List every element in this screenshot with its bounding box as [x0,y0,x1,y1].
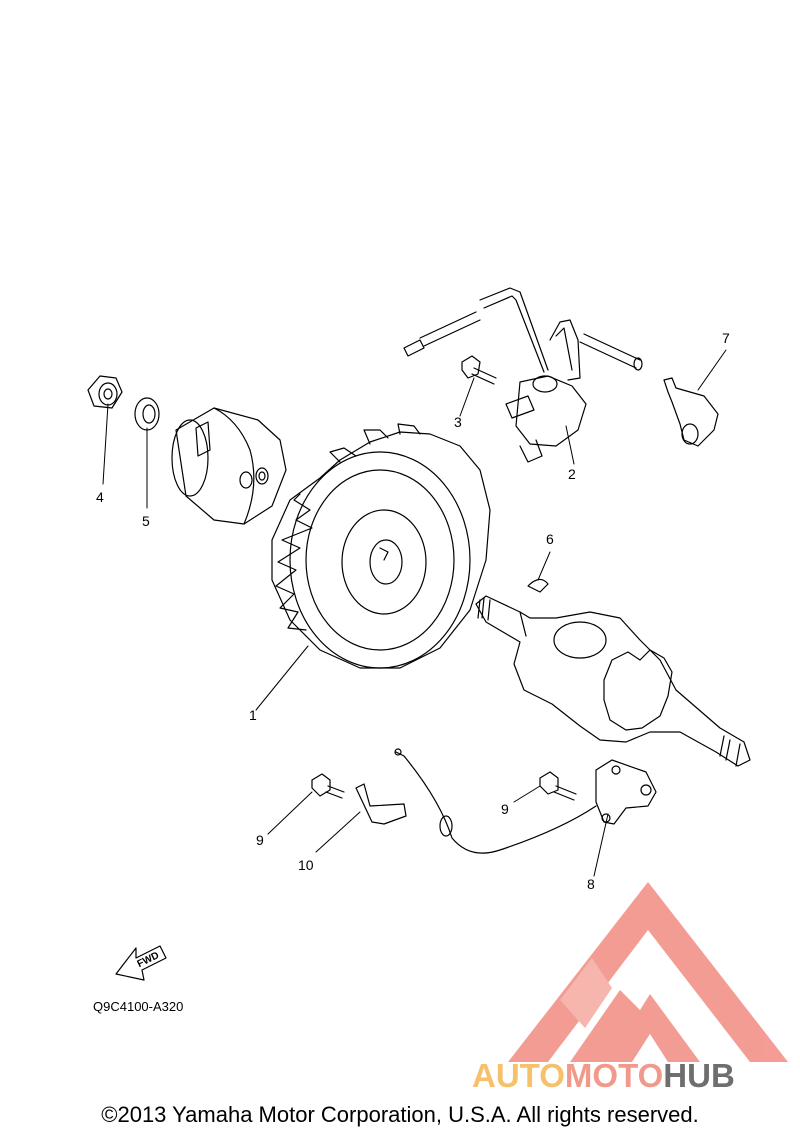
part-bolt-bracket [311,773,345,799]
part-crankshaft [475,595,751,767]
part-ignition-coil [505,319,587,463]
part-key [527,578,549,593]
callout-9-bracket: 9 [256,832,264,848]
part-washer [134,397,160,431]
part-bracket [355,783,407,825]
part-starter-cup [171,407,287,525]
callout-1: 1 [249,707,257,723]
part-flywheel [271,423,491,669]
callout-4: 4 [96,489,104,505]
part-bolt-pulser [539,771,577,801]
callout-8: 8 [587,876,595,892]
watermark-logo [508,882,788,1062]
fwd-arrow [115,945,167,981]
callout-3: 3 [454,414,462,430]
part-pulser-coil [394,748,657,854]
watermark-triangle-left [560,958,612,1028]
copyright-notice: ©2013 Yamaha Motor Corporation, U.S.A. A… [101,1102,699,1127]
diagram-code: Q9C4100-A320 [93,999,183,1014]
part-bolt-coil [461,355,497,385]
callout-10: 10 [298,857,314,873]
part-ht-cable [403,287,643,373]
callout-7: 7 [722,330,730,346]
leader-lines [102,349,727,877]
callout-6: 6 [546,531,554,547]
part-nut [87,375,123,409]
callout-9-pulser: 9 [501,801,509,817]
watermark-inner-triangle [570,990,700,1062]
watermark-text: AUTOMOTOHUB [472,1057,735,1094]
watermark-hub: HUB [663,1057,735,1094]
callout-2: 2 [568,466,576,482]
part-plug-cap [663,377,719,447]
callout-5: 5 [142,513,150,529]
watermark-auto: AUTO [472,1057,565,1094]
watermark-moto: MOTO [565,1057,663,1094]
